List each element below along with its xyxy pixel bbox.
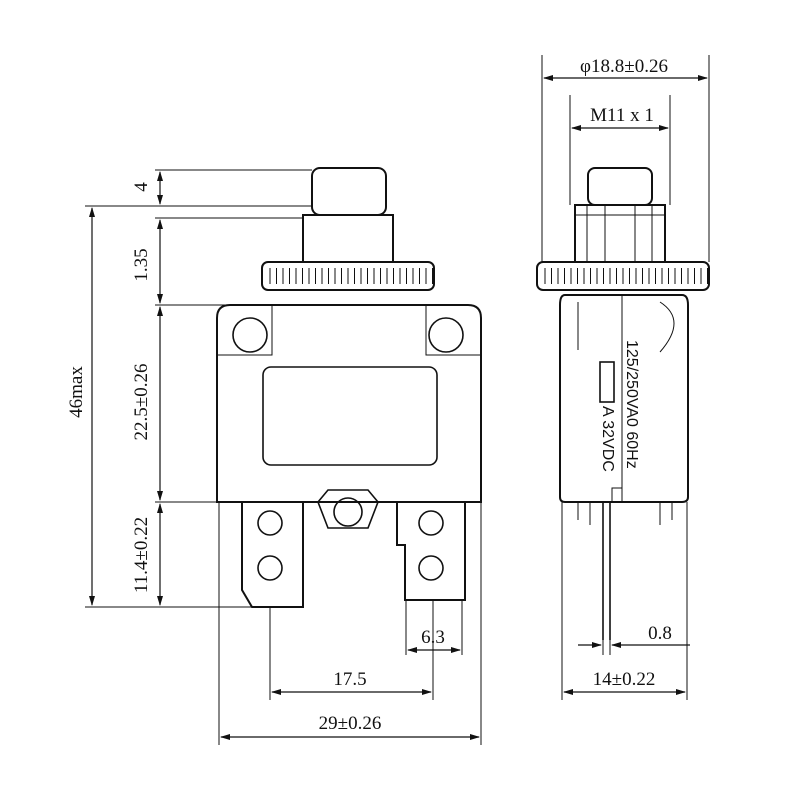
- dim-body-height: 22.5±0.26: [131, 364, 152, 441]
- threaded-stem: [302, 214, 394, 263]
- dim-nut-diameter: φ18.8±0.26: [580, 56, 668, 77]
- dim-terminal-spacing: 17.5: [333, 669, 366, 690]
- rating-box: [599, 361, 615, 403]
- reset-button-cap: [311, 167, 387, 216]
- dim-pin-thickness: 0.8: [648, 623, 672, 644]
- dim-body-width: 29±0.26: [319, 713, 382, 734]
- reset-button-cap-side: [587, 167, 653, 206]
- terminal-pin: [602, 502, 611, 640]
- dim-overall-height: 46max: [66, 366, 87, 418]
- mount-hole-left: [232, 317, 268, 353]
- breaker-body-side: [559, 294, 689, 503]
- center-rivet: [333, 497, 363, 527]
- terminal-hole: [418, 510, 444, 536]
- terminal-right: [396, 501, 466, 601]
- mount-ear-lines: [217, 305, 481, 356]
- side-view: 125/250VA0 60Hz A 32VDC φ18.8±0.26 M11 x…: [536, 55, 710, 700]
- center-boss: [317, 489, 379, 529]
- dim-thread: M11 x 1: [590, 105, 654, 126]
- terminal-left: [241, 501, 304, 608]
- dim-nut-height: 1.35: [131, 248, 152, 281]
- breaker-body: [216, 304, 482, 503]
- knurled-nut: [261, 261, 435, 291]
- dim-terminal-width: 6.3: [421, 627, 445, 648]
- label-window: [262, 366, 438, 466]
- rating-dc-label: A 32VDC: [599, 406, 616, 472]
- mount-hole-right: [428, 317, 464, 353]
- front-view: 4 1.35 22.5±0.26 11.4±0.22 46max 6.3 17.…: [66, 167, 482, 745]
- rating-ac-label: 125/250VA0 60Hz: [623, 340, 640, 469]
- dim-body-depth: 14±0.22: [593, 669, 656, 690]
- terminal-hole: [257, 510, 283, 536]
- dim-terminal-length: 11.4±0.22: [131, 517, 152, 593]
- terminal-hole: [418, 555, 444, 581]
- knurled-nut-side: [536, 261, 710, 291]
- terminal-hole: [257, 555, 283, 581]
- dim-button-travel: 4: [131, 182, 152, 192]
